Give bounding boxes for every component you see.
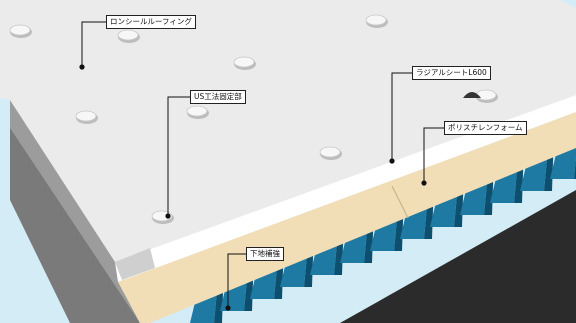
label-polystyrene-foam: ポリスチレンフォーム <box>444 121 527 135</box>
stud-cap <box>75 110 97 122</box>
label-base-reinforcement: 下地補強 <box>246 247 284 261</box>
stud-cap <box>186 105 208 117</box>
stud-cutaway <box>463 92 481 98</box>
stud-cap <box>9 24 31 36</box>
callout-dot <box>421 180 427 186</box>
callout-dot <box>79 64 85 70</box>
panel-side-face <box>10 100 140 323</box>
callout-dot <box>225 305 231 311</box>
stud-cap <box>117 29 139 41</box>
deck-base <box>340 190 576 323</box>
stud-cap <box>365 14 387 26</box>
stud-cap <box>233 56 255 68</box>
label-fastening-part: US工法固定部 <box>190 90 246 104</box>
stud-cap <box>319 146 341 158</box>
callout-dot <box>389 158 395 164</box>
roofing-membrane <box>0 0 576 262</box>
foam-joint <box>391 185 409 219</box>
callout-dot <box>165 213 171 219</box>
foam-layer <box>118 112 576 323</box>
stud-cap <box>151 210 173 222</box>
membrane-edge-fold <box>115 248 155 280</box>
fastener-studs <box>9 14 498 224</box>
label-roofing-sheet: ロンシールルーフィング <box>106 15 196 29</box>
label-rigid-sheet: ラジアルシートL600 <box>412 66 491 80</box>
white-sheet-layer <box>115 95 576 282</box>
